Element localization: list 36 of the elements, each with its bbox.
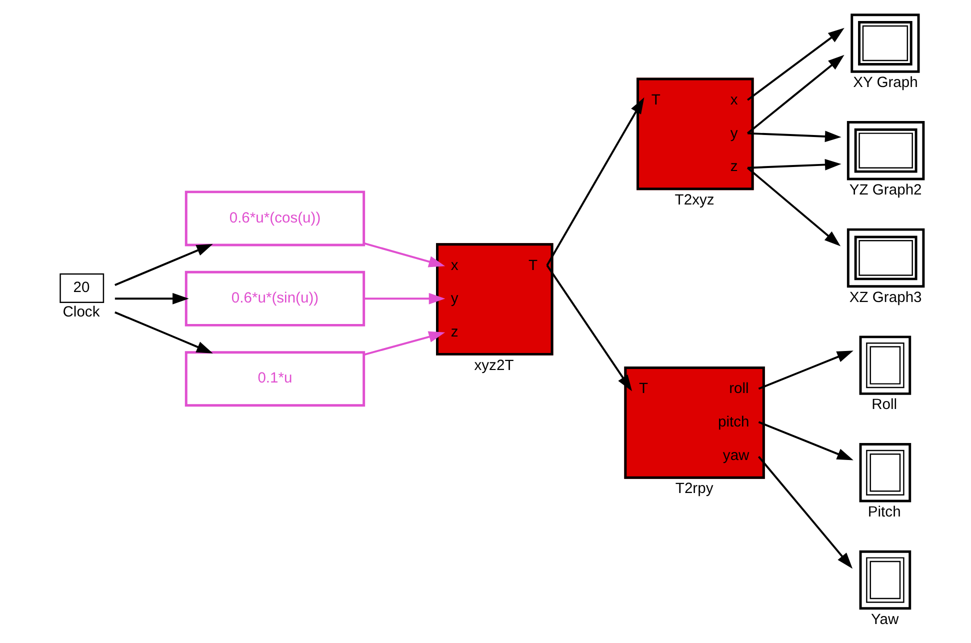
arrow bbox=[363, 331, 445, 356]
arrow bbox=[546, 264, 632, 392]
node-label: YZ Graph2 bbox=[848, 182, 922, 199]
arrow bbox=[758, 421, 853, 460]
node-box bbox=[858, 336, 911, 395]
arrow bbox=[746, 54, 844, 134]
node-box: 0.6*u*(sin(u)) bbox=[184, 270, 365, 326]
node-label: T2rpy bbox=[674, 481, 713, 498]
arrow bbox=[546, 97, 644, 266]
node-box: 0.6*u*(cos(u)) bbox=[184, 190, 365, 246]
node-label: Pitch bbox=[867, 504, 900, 521]
node-label: Roll bbox=[871, 397, 897, 414]
node-label: Clock bbox=[62, 304, 100, 321]
arrow bbox=[363, 242, 445, 268]
arrow bbox=[747, 159, 841, 170]
node-box bbox=[846, 228, 924, 288]
node-label: T2xyz bbox=[674, 192, 714, 208]
node-box: 20 bbox=[59, 273, 104, 303]
arrow bbox=[746, 28, 844, 101]
arrow bbox=[757, 456, 852, 569]
node-label: xyz2T bbox=[474, 358, 514, 374]
arrow bbox=[758, 350, 853, 390]
node-box: 0.1*u bbox=[184, 351, 365, 407]
node-box bbox=[846, 120, 924, 180]
node-label: Yaw bbox=[870, 612, 898, 628]
arrow bbox=[747, 130, 841, 142]
node-box bbox=[850, 14, 920, 73]
node-label: XY Graph bbox=[852, 75, 918, 92]
node-box bbox=[858, 443, 911, 502]
arrow bbox=[114, 292, 188, 304]
arrow bbox=[114, 244, 212, 286]
arrow bbox=[746, 167, 840, 246]
node-box bbox=[858, 550, 911, 610]
arrow bbox=[114, 311, 212, 354]
arrow bbox=[364, 292, 445, 304]
node-label: XZ Graph3 bbox=[848, 290, 922, 306]
